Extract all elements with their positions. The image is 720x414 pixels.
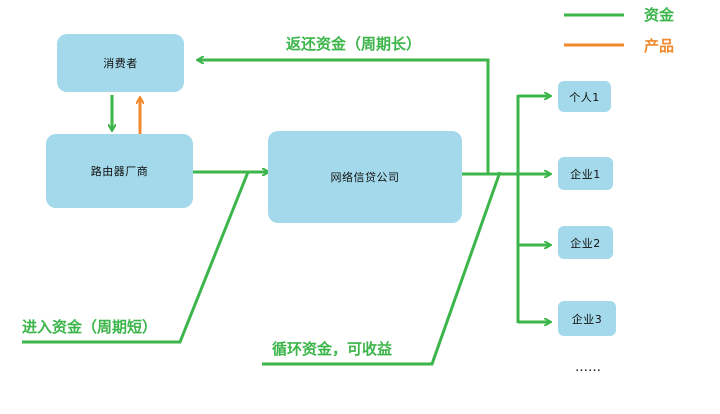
node-enterprise2: 企业2 xyxy=(558,226,613,259)
inflow-label: 进入资金（周期短） xyxy=(22,318,158,336)
legend-product-label: 产品 xyxy=(644,37,675,55)
repay-line xyxy=(198,60,490,174)
node-individual1: 个人1 xyxy=(558,81,611,112)
inflow-line xyxy=(22,171,250,344)
node-enterprise1: 企业1 xyxy=(558,157,613,190)
node-lender: 网络信贷公司 xyxy=(268,131,462,223)
repay-label: 返还资金（周期长） xyxy=(286,35,422,53)
node-router-maker: 路由器厂商 xyxy=(46,134,193,208)
recycle-line xyxy=(262,171,502,366)
recycle-label: 循环资金，可收益 xyxy=(272,340,393,358)
node-enterprise3: 企业3 xyxy=(558,301,616,336)
legend-funds-label: 资金 xyxy=(644,6,675,24)
more-ellipsis: …… xyxy=(575,360,601,375)
node-consumer: 消费者 xyxy=(57,34,184,92)
